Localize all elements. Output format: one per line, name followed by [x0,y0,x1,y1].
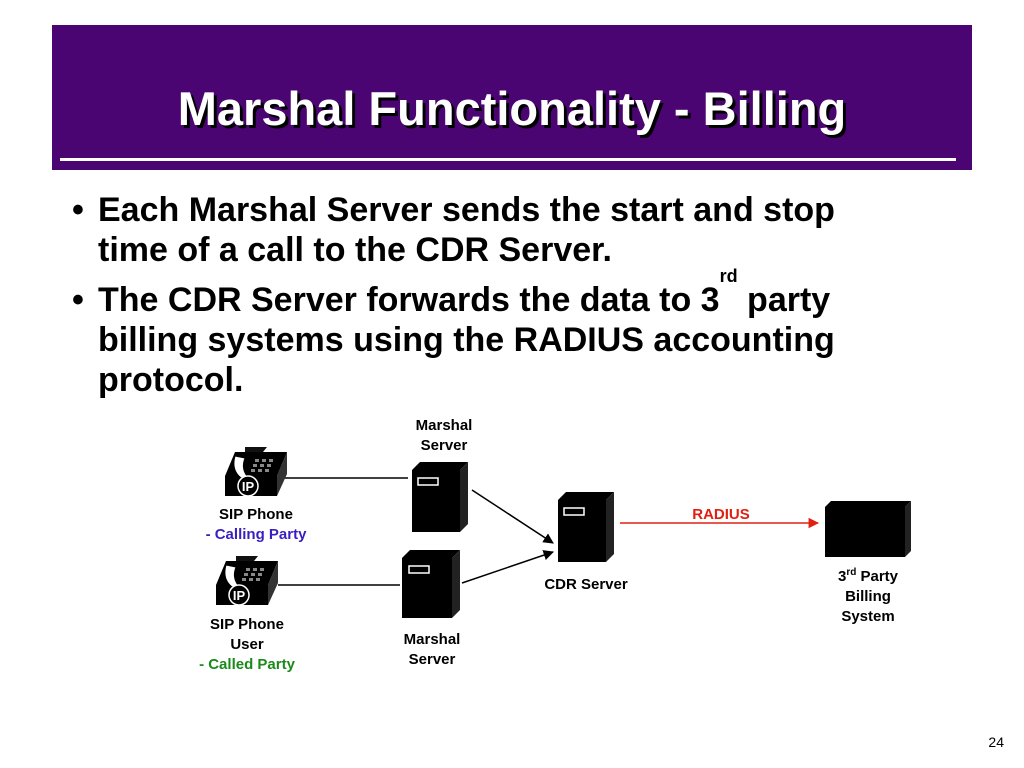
bullet-dot-icon: • [72,281,84,319]
ip-phone-calling-icon [225,447,287,497]
label-line: Billing [845,588,891,605]
ip-phone-called-icon [216,556,278,606]
label-line: System [841,608,895,625]
marshal-server-top-icon [412,462,468,532]
title-divider [60,158,956,161]
label-line: Marshal [415,417,473,434]
bullet-superscript: rd [719,266,738,286]
bullet-text-part: The CDR Server forwards the data to 3 [98,281,720,319]
label-part: 3 [837,568,847,585]
cdr-server-icon [558,492,614,562]
bullet-list: • Each Marshal Server sends the start an… [72,190,902,410]
ip-badge-called: IP [233,588,246,603]
label-line: Marshal [403,631,461,648]
page-number: 24 [988,734,1004,750]
bullet-text: Each Marshal Server sends the start and … [98,191,835,269]
slide-title: Marshal Functionality - Billing [177,82,847,135]
bullet-item: • Each Marshal Server sends the start an… [72,190,902,270]
billing-system-label: 3rd Party Billing System [818,567,918,627]
sip-phone-called-label: SIP Phone User - Called Party [182,615,312,675]
label-superscript: rd [846,567,857,578]
bullet-dot-icon: • [72,191,84,229]
label-line: User [230,636,264,653]
ip-badge-calling: IP [242,479,255,494]
label-line: SIP Phone [219,506,293,523]
label-line: Server [408,651,456,668]
label-part: Party [856,568,899,585]
marshal-server-top-label: Marshal Server [406,416,482,456]
bullet-item: • The CDR Server forwards the data to 3r… [72,267,902,400]
sip-phone-calling-label: SIP Phone - Calling Party [186,505,326,545]
cdr-server-label: CDR Server [544,576,628,593]
called-party-label: - Called Party [199,656,295,673]
label-line: SIP Phone [210,616,284,633]
marshal-bottom-to-cdr-arrow [461,550,554,584]
title-bar: Marshal Functionality - Billing [52,25,972,170]
marshal-server-bottom-label: Marshal Server [394,630,470,670]
marshal-server-bottom-icon [402,550,460,618]
label-line: Server [420,437,468,454]
label-line: 3rd Party [818,567,918,587]
calling-party-label: - Calling Party [205,526,307,543]
billing-system-icon [825,501,911,557]
radius-label: RADIUS [692,506,750,523]
marshal-top-to-cdr-arrow [471,489,554,544]
bullet-text-part: party billing systems using the RADIUS a… [98,281,835,399]
